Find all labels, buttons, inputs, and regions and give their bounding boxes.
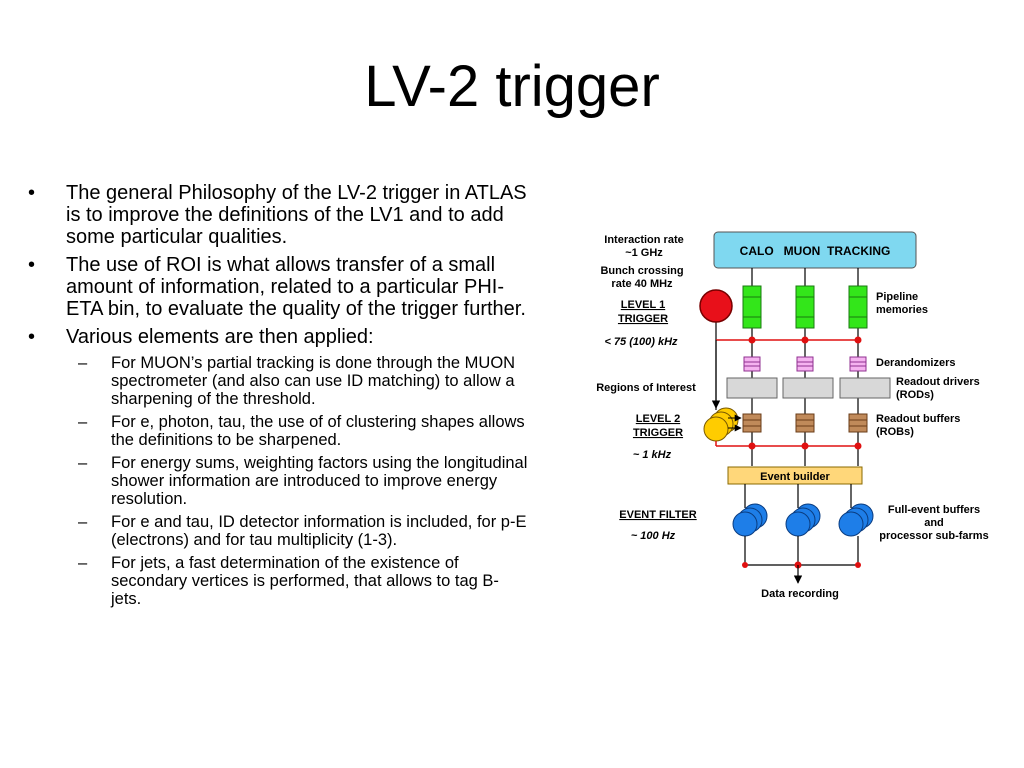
bunch-crossing-label: Bunch crossing: [600, 265, 683, 277]
level1-trigger-circle: [699, 289, 733, 323]
trigger-diagram: CALO MUON TRACKING Interaction rate ~1 G…: [596, 231, 989, 600]
event-builder-label: Event builder: [760, 471, 830, 483]
column-lines: [715, 268, 859, 466]
bullet-marker: •: [28, 254, 36, 276]
sub-bullet-item: – For e and tau, ID detector information…: [28, 513, 528, 549]
readout-drivers-label: Readout drivers: [896, 376, 980, 388]
sub-bullet-text: For energy sums, weighting factors using…: [111, 454, 528, 508]
bunch-crossing-value: rate 40 MHz: [611, 278, 673, 290]
detector-box: [713, 231, 917, 269]
full-event-label-line2: and: [924, 517, 944, 529]
event-filter-label: EVENT FILTER: [619, 509, 696, 521]
readout-buffers-label: Readout buffers: [876, 413, 960, 425]
data-recording-lines: [742, 536, 861, 584]
event-filter-circles: [732, 503, 874, 537]
sub-bullet-text: For MUON’s partial tracking is done thro…: [111, 354, 516, 408]
interaction-rate-value: ~1 GHz: [625, 247, 663, 259]
level2-arrows: [728, 414, 742, 432]
bullet-text: The use of ROI is what allows transfer o…: [66, 254, 526, 320]
full-event-label-line3: processor sub-farms: [879, 530, 988, 542]
sub-bullet-marker: –: [78, 513, 88, 531]
readout-drivers: [726, 377, 891, 399]
event-filter-rate: ~ 100 Hz: [631, 530, 676, 542]
level1-accept-line: [716, 336, 862, 344]
readout-drivers-label-line2: (RODs): [896, 389, 934, 401]
readout-buffers: [742, 413, 868, 433]
bullet-item: • The general Philosophy of the LV-2 tri…: [28, 182, 528, 248]
bullet-list: • The general Philosophy of the LV-2 tri…: [28, 182, 528, 613]
sub-bullet-text: For e, photon, tau, the use of of cluste…: [111, 413, 525, 449]
bullet-text: The general Philosophy of the LV-2 trigg…: [66, 182, 527, 248]
derandomizers: [743, 356, 867, 372]
detector-label: CALO MUON TRACKING: [740, 244, 891, 258]
bullet-marker: •: [28, 182, 36, 204]
level1-rate: < 75 (100) kHz: [604, 336, 678, 348]
sub-bullet-item: – For e, photon, tau, the use of of clus…: [28, 413, 528, 449]
sub-bullet-item: – For energy sums, weighting factors usi…: [28, 454, 528, 508]
pipeline-label-line2: memories: [876, 304, 928, 316]
sub-bullet-item: – For jets, a fast determination of the …: [28, 554, 528, 608]
level2-label: LEVEL 2: [636, 413, 680, 425]
sub-bullet-marker: –: [78, 554, 88, 572]
full-event-label: Full-event buffers: [888, 504, 980, 516]
readout-buffers-label-line2: (ROBs): [876, 426, 914, 438]
event-builder-box: [727, 466, 863, 485]
level1-label: LEVEL 1: [621, 299, 665, 311]
sub-bullet-text: For e and tau, ID detector information i…: [111, 513, 527, 549]
pipeline-label: Pipeline: [876, 291, 918, 303]
event-builder-lines: [744, 484, 852, 508]
bullet-marker: •: [28, 326, 36, 348]
sub-bullet-marker: –: [78, 354, 88, 372]
sub-bullet-item: – For MUON’s partial tracking is done th…: [28, 354, 528, 408]
data-recording-label: Data recording: [761, 588, 839, 600]
level2-label-line2: TRIGGER: [633, 427, 683, 439]
level1-label-line2: TRIGGER: [618, 313, 668, 325]
level2-rate: ~ 1 kHz: [633, 449, 672, 461]
sub-bullet-text: For jets, a fast determination of the ex…: [111, 554, 499, 608]
sub-bullet-marker: –: [78, 454, 88, 472]
level2-trigger-circles: [703, 407, 739, 442]
bullet-item: • The use of ROI is what allows transfer…: [28, 254, 528, 320]
interaction-rate-label: Interaction rate: [604, 234, 683, 246]
regions-of-interest-label: Regions of Interest: [596, 382, 696, 394]
slide-title: LV-2 trigger: [364, 54, 660, 119]
pipeline-memories: [742, 285, 868, 329]
bullet-text: Various elements are then applied:: [66, 326, 374, 348]
bullet-item: • Various elements are then applied:: [28, 326, 528, 348]
sub-bullet-marker: –: [78, 413, 88, 431]
level2-accept-line: [715, 441, 862, 450]
derandomizers-label: Derandomizers: [876, 357, 955, 369]
